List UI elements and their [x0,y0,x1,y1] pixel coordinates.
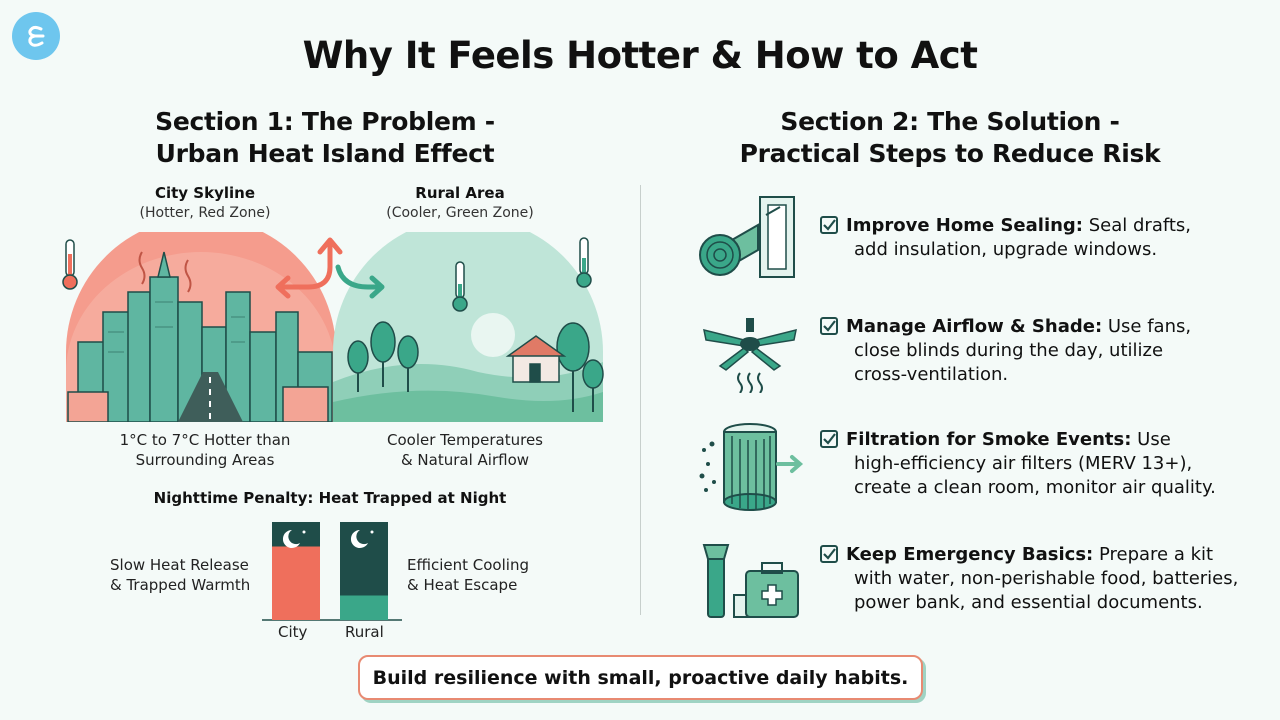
section2-title-line1: Section 2: The Solution - [780,107,1120,136]
rural-night-text-line1: Efficient Cooling [407,556,529,574]
city-night-bar [272,522,320,620]
step-text: power bank, and essential documents. [854,592,1203,613]
city-night-text-line1: Slow Heat Release [110,556,249,574]
nighttime-penalty-title: Nighttime Penalty: Heat Trapped at Night [153,489,507,507]
check-icon [820,545,838,563]
step-text: cross-ventilation. [854,364,1009,385]
rural-night-text-line2: & Heat Escape [407,576,518,594]
step-filtration: Filtration for Smoke Events: Use high-ef… [820,428,1240,500]
rural-caption-line2: & Natural Airflow [400,451,530,469]
step-emergency-basics: Keep Emergency Basics: Prepare a kit wit… [820,543,1240,615]
section2-title-line2: Practical Steps to Reduce Risk [739,139,1161,168]
arrows-icon [275,237,385,299]
emergency-kit-icon [702,544,799,618]
thermometer-icon [62,239,78,290]
step-title: Keep Emergency Basics: [846,544,1094,565]
logo-icon [12,12,60,60]
step-title: Filtration for Smoke Events: [846,429,1132,450]
city-night-text: Slow Heat Release & Trapped Warmth [110,555,250,595]
section-divider [640,185,641,615]
moon-icon [350,529,374,548]
ceiling-fan-icon [703,318,797,393]
city-bar-label: City [278,623,308,641]
section1-title-line2: Urban Heat Island Effect [155,139,495,168]
city-label-title: City Skyline [154,184,255,202]
step-title: Improve Home Sealing: [846,215,1084,236]
section1-title: Section 1: The Problem - Urban Heat Isla… [85,106,565,170]
thermometer-icon [452,261,468,312]
heat-waves [138,251,192,293]
step-text: close blinds during the day, utilize [854,340,1164,361]
check-icon [820,430,838,448]
rural-label-title: Rural Area [415,184,505,202]
thermometer-icon [576,237,592,288]
rural-trees [347,321,604,412]
step-text: create a clean room, monitor air quality… [854,477,1216,498]
step-home-sealing: Improve Home Sealing: Seal drafts, add i… [820,214,1240,262]
city-night-text-line2: & Trapped Warmth [110,576,251,594]
check-icon [820,216,838,234]
rural-label-sub: (Cooler, Green Zone) [386,205,534,221]
step-text: Prepare a kit [1093,544,1214,565]
step-text: high-efficiency air filters (MERV 13+), [854,453,1193,474]
air-filter-icon [699,423,804,511]
rural-house [505,335,567,383]
section2-title: Section 2: The Solution - Practical Step… [700,106,1200,170]
section1-title-line1: Section 1: The Problem - [155,107,495,136]
rural-night-text: Efficient Cooling & Heat Escape [407,555,529,595]
moon-icon [282,529,306,548]
rural-bar-label: Rural [345,623,384,641]
step-airflow-shade: Manage Airflow & Shade: Use fans, close … [820,315,1240,387]
city-label-sub: (Hotter, Red Zone) [139,205,271,221]
city-caption-line1: 1°C to 7°C Hotter than [119,431,291,449]
rural-caption: Cooler Temperatures & Natural Airflow [350,430,580,470]
city-caption-line2: Surrounding Areas [135,451,275,469]
city-caption: 1°C to 7°C Hotter than Surrounding Areas [90,430,320,470]
step-text: Use [1131,429,1171,450]
city-label: City Skyline (Hotter, Red Zone) [95,183,315,223]
step-text: Use fans, [1102,316,1192,337]
heat-island-illustration [62,232,604,422]
resilience-banner: Build resilience with small, proactive d… [358,655,923,700]
page-title: Why It Feels Hotter & How to Act [302,34,978,77]
rural-night-bar [340,522,388,620]
check-icon [820,317,838,335]
rural-label: Rural Area (Cooler, Green Zone) [350,183,570,223]
step-text: Seal drafts, [1083,215,1192,236]
step-text: with water, non-perishable food, batteri… [854,568,1239,589]
night-heat-bars [262,522,402,621]
rural-caption-line1: Cooler Temperatures [387,431,543,449]
step-title: Manage Airflow & Shade: [846,316,1103,337]
insulation-roll-icon [699,196,795,278]
step-text: add insulation, upgrade windows. [854,239,1158,260]
